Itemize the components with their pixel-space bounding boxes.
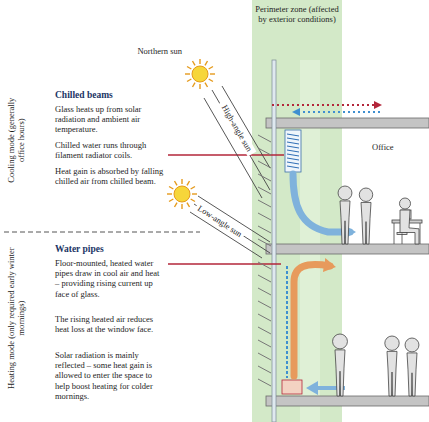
person-figure: [359, 188, 372, 244]
chilled-beam: [285, 130, 301, 172]
mode-label: Cooling mode (generally office hours): [6, 88, 26, 193]
floor-slab: [266, 396, 429, 406]
warm-air-arrow: [272, 104, 378, 106]
ray-label: High-angle sun: [218, 99, 257, 156]
rising-heated-air: [294, 265, 330, 376]
leader-line: [168, 263, 281, 264]
glass-facade: [272, 60, 276, 422]
section-heading: Water pipes: [55, 244, 165, 255]
mode-label: Heating mode (only required early winter…: [6, 238, 26, 398]
sun-icon: [167, 179, 197, 209]
sun-rays: [190, 86, 270, 258]
room-label: Office: [372, 142, 412, 152]
pipe-riser: [286, 266, 288, 378]
note: The rising heated air reduces heat loss …: [55, 314, 165, 334]
radiator-coil: [287, 134, 299, 168]
mode-divider: [4, 232, 200, 233]
person-figure: [405, 338, 419, 396]
desk: [392, 210, 422, 244]
person-figure: [333, 334, 348, 396]
section-heading: Chilled beams: [55, 90, 165, 101]
note: Solar radiation is mainly reflected – so…: [55, 350, 165, 401]
leader-line: [168, 154, 284, 155]
sun-icon: [185, 59, 215, 89]
note: Heat gain is absorbed by falling chilled…: [55, 166, 165, 186]
column: [300, 60, 320, 422]
floor-slab: [266, 118, 429, 128]
floor-slab: [266, 244, 429, 254]
note: Floor-mounted, heated water pipes draw i…: [55, 258, 165, 299]
person-figure: [338, 186, 352, 244]
shading-slats: [258, 135, 271, 386]
sun-label: Northern sun: [112, 46, 182, 56]
water-pipe: [282, 380, 302, 394]
person-figure: [385, 336, 399, 396]
note: Glass heats up from solar radiation and …: [55, 104, 165, 135]
ray-label: Low-angle sun: [194, 201, 247, 240]
zone-label: Perimeter zone (affected by exterior con…: [252, 0, 342, 24]
person-figure: [397, 198, 419, 244]
cool-air-arrow: [296, 111, 380, 113]
note: Chilled water runs through filament radi…: [55, 140, 165, 160]
